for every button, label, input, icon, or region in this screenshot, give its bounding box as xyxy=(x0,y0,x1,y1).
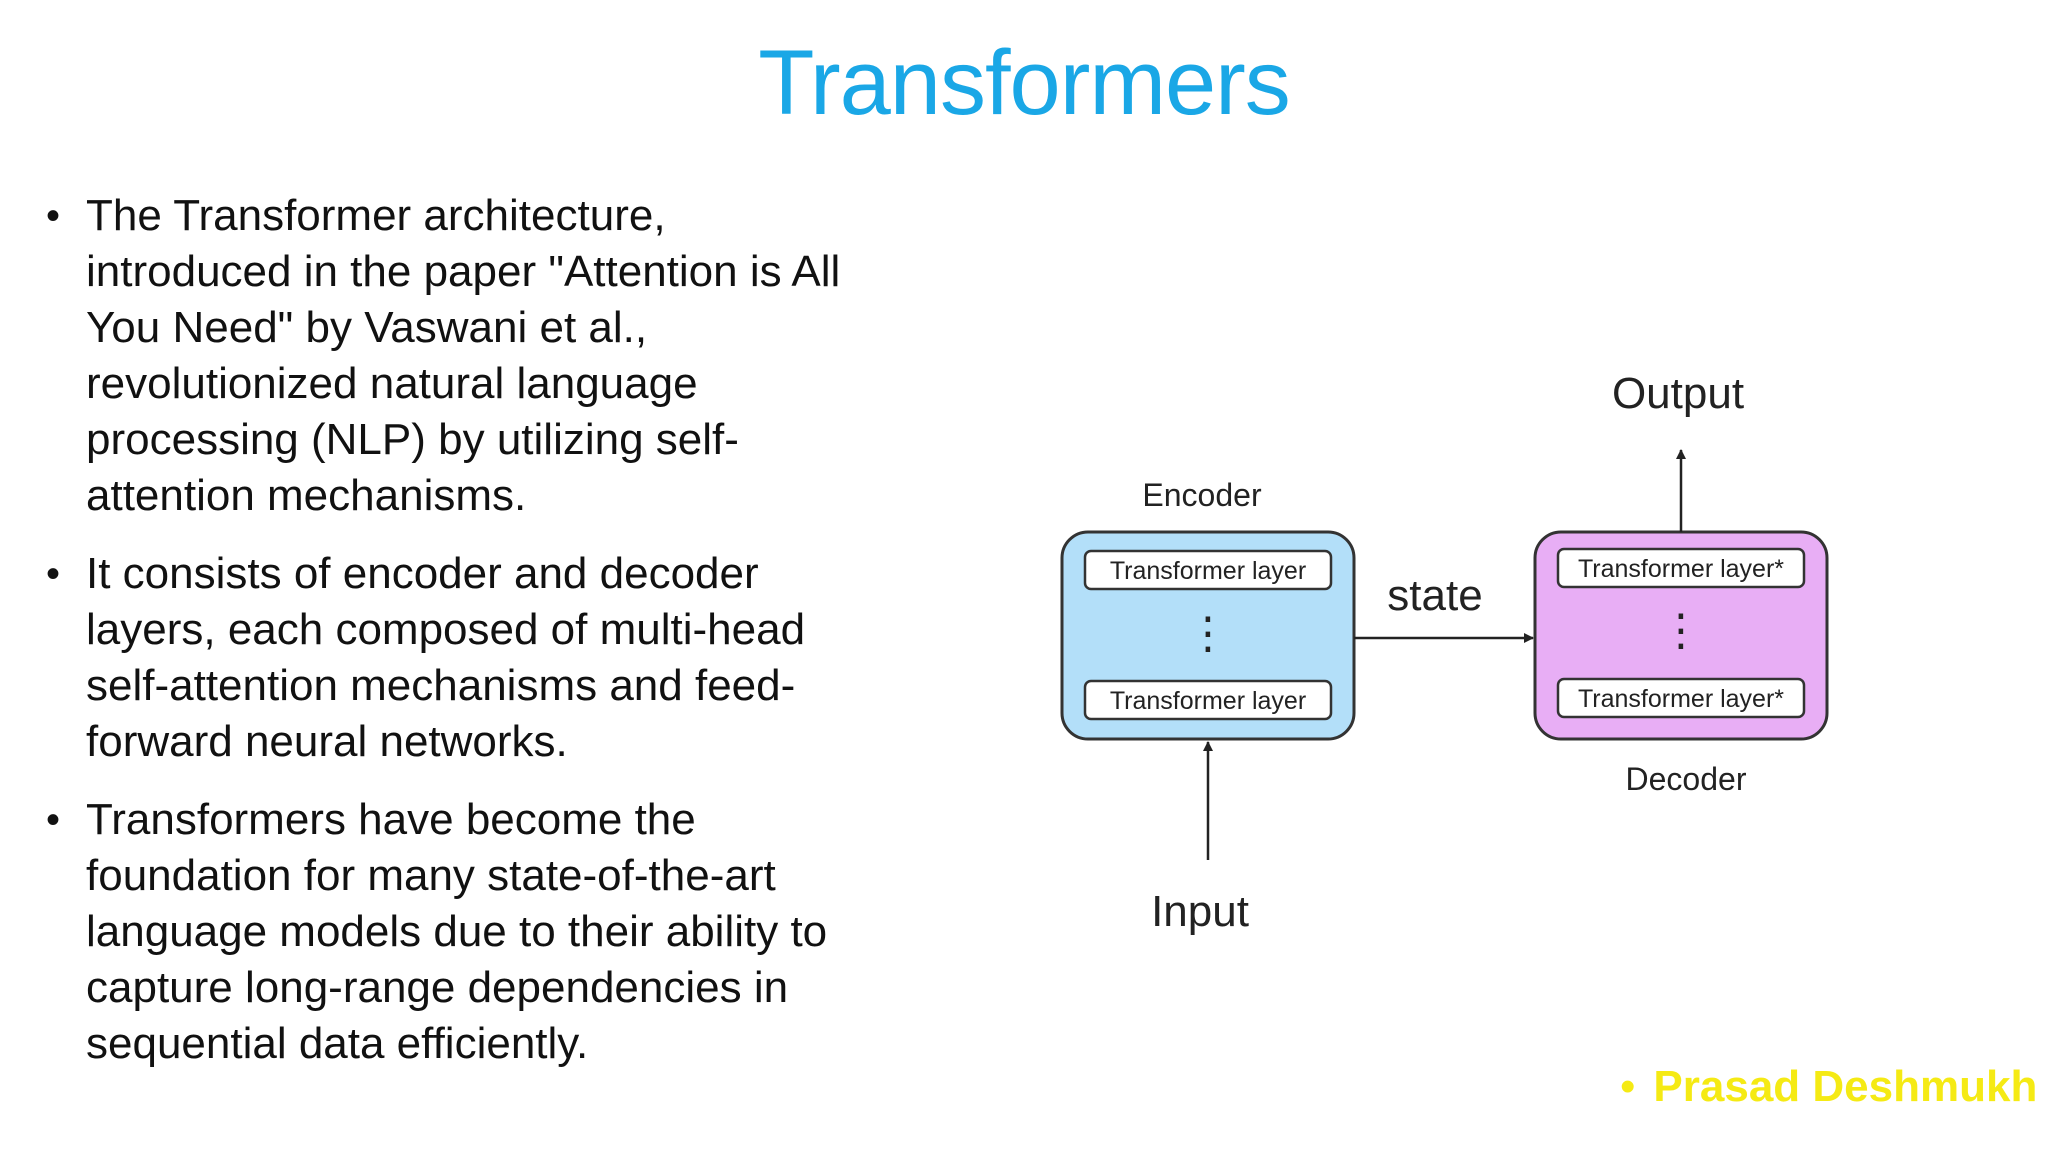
author-credit: • Prasad Deshmukh xyxy=(1620,1062,2037,1112)
encoder-layer-top-label: Transformer layer xyxy=(1110,557,1306,585)
encoder-ellipsis: ⋮ xyxy=(1186,609,1230,658)
bullet-item: Transformers have become the foundation … xyxy=(46,792,926,1072)
author-name: Prasad Deshmukh xyxy=(1653,1062,2038,1111)
decoder-ellipsis: ⋮ xyxy=(1659,606,1703,655)
state-label: state xyxy=(1387,571,1482,620)
decoder-layer-top-label: Transformer layer* xyxy=(1578,555,1784,583)
decoder-layer-bottom xyxy=(1556,677,1806,719)
bullet-list: The Transformer architecture, introduced… xyxy=(46,188,926,1088)
encoder-layer-bottom xyxy=(1083,679,1333,721)
decoder-label: Decoder xyxy=(1626,761,1747,797)
decoder-layer-bottom-label: Transformer layer* xyxy=(1578,685,1784,713)
slide-title: Transformers xyxy=(758,32,1291,134)
decoder-layer-top xyxy=(1556,547,1806,589)
bullet-item: It consists of encoder and decoder layer… xyxy=(46,546,926,770)
encoder-layer-bottom-label: Transformer layer xyxy=(1110,687,1306,715)
input-label: Input xyxy=(1151,887,1249,936)
bullet-item: The Transformer architecture, introduced… xyxy=(46,188,926,524)
encoder-layer-top xyxy=(1083,549,1333,591)
output-label: Output xyxy=(1612,369,1744,418)
encoder-label: Encoder xyxy=(1142,477,1262,513)
author-bullet: • xyxy=(1620,1062,1636,1111)
